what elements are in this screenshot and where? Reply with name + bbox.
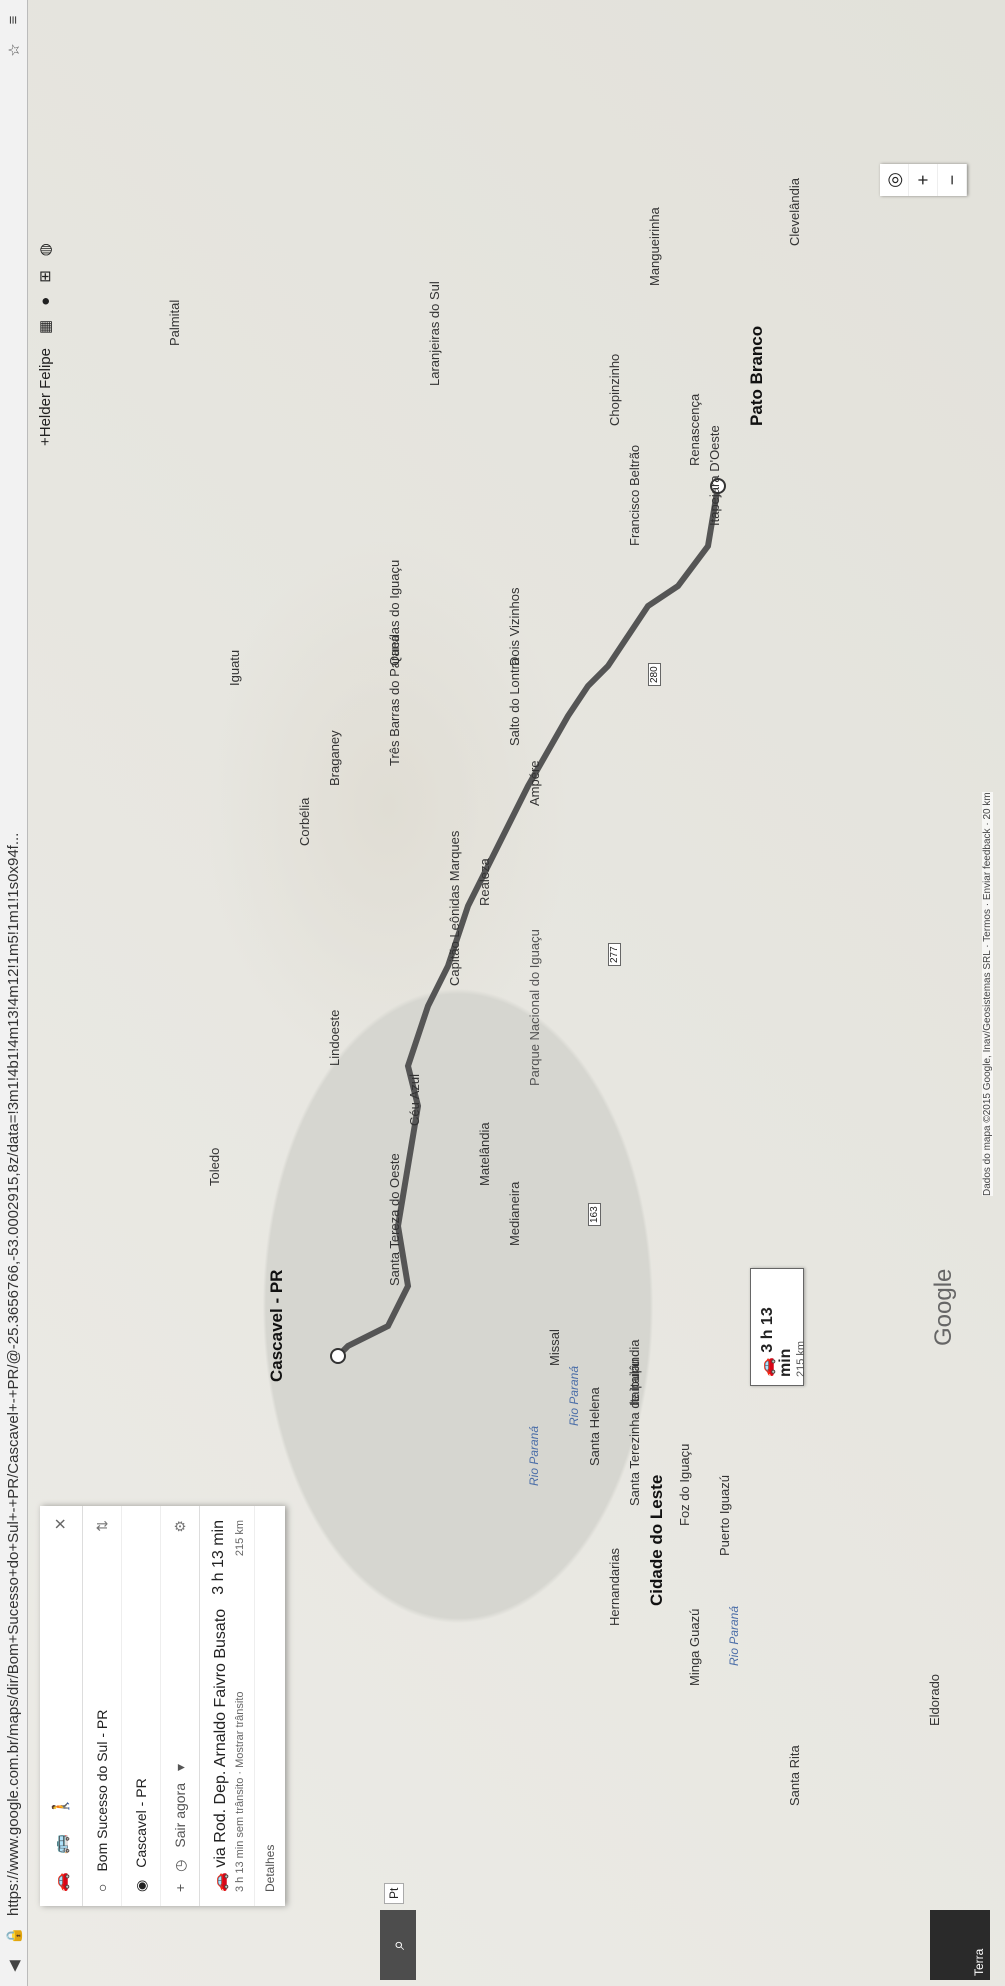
city-label[interactable]: Hernandarias: [607, 1547, 622, 1626]
city-label[interactable]: Santa Rita: [787, 1745, 802, 1806]
city-label[interactable]: Medianeira: [507, 1181, 522, 1246]
avatar[interactable]: ◍: [37, 243, 54, 257]
address-bar[interactable]: ◀ 🔒 https://www.google.com.br/maps/dir/B…: [0, 0, 28, 1986]
river-label: Rio Paraná: [567, 1365, 581, 1426]
terra-label: Terra: [972, 1948, 986, 1976]
origin-dot-icon: ○: [94, 1883, 110, 1892]
city-label[interactable]: Eldorado: [927, 1673, 942, 1726]
routebox-distance: 215 km: [795, 1340, 807, 1377]
add-stop-icon[interactable]: +: [172, 1883, 188, 1892]
city-label[interactable]: Minga Guazú: [687, 1608, 702, 1686]
menu-icon[interactable]: ≡: [5, 15, 22, 25]
route-line: [330, 478, 726, 1364]
car-icon: 🚗: [212, 1872, 229, 1892]
user-area: +Helder Felipe ▦ ● ⊞ ◍: [36, 243, 55, 446]
river-label: Rio Paraná: [727, 1605, 741, 1666]
park-label[interactable]: Parque Nacional do Iguaçu: [527, 929, 542, 1086]
city-label[interactable]: Ampére: [527, 760, 542, 806]
notifications-icon[interactable]: ●: [36, 296, 54, 306]
city-label[interactable]: Braganey: [327, 730, 342, 786]
city-label[interactable]: Puerto Iguazú: [717, 1475, 732, 1556]
route-shield: 163: [588, 1203, 601, 1226]
route-duration: 3 h 13 min: [210, 1520, 227, 1595]
city-label[interactable]: Palmital: [167, 299, 182, 346]
lock-icon: 🔒: [5, 1926, 23, 1946]
city-label[interactable]: Toledo: [207, 1147, 222, 1186]
city-label[interactable]: Itapejara D'Oeste: [707, 425, 722, 526]
city-label[interactable]: Santa Tereza do Oeste: [387, 1153, 402, 1286]
city-label[interactable]: Missal: [547, 1329, 562, 1366]
city-label[interactable]: Cidade do Leste: [647, 1474, 666, 1606]
search-button[interactable]: ⌕: [380, 1910, 416, 1980]
city-label[interactable]: Realeza: [477, 858, 492, 906]
origin-text[interactable]: Bom Sucesso do Sul - PR: [94, 1709, 110, 1872]
route-summary-box[interactable]: 🚗 3 h 13 min 215 km: [750, 1268, 807, 1386]
city-label[interactable]: Capitão Leônidas Marques: [447, 830, 462, 986]
city-label[interactable]: Lindoeste: [327, 1009, 342, 1066]
city-label[interactable]: Clevelândia: [787, 178, 802, 246]
destination-pin-icon: ◉: [132, 1879, 149, 1892]
my-location-icon[interactable]: ◎: [880, 164, 909, 196]
city-label[interactable]: Céu Azul: [407, 1073, 422, 1126]
city-label[interactable]: Renascença: [687, 393, 702, 466]
city-label[interactable]: Chopinzinho: [607, 353, 622, 426]
city-label[interactable]: Iguatu: [227, 649, 242, 686]
travel-modes: 🚗 🚌 🚶 ×: [40, 1506, 83, 1906]
depart-selector[interactable]: + ◷ Sair agora ▾ ⚙: [161, 1506, 200, 1906]
car-icon: 🚗: [759, 1357, 776, 1377]
chevron-down-icon: ▾: [171, 1763, 188, 1771]
destination-marker: [330, 1348, 346, 1364]
directions-panel: 🚗 🚌 🚶 × ○ Bom Sucesso do Sul - PR ⇅ ◉ Ca…: [40, 1506, 285, 1906]
google-logo: Google: [930, 1268, 957, 1346]
map-canvas[interactable]: Cascavel - PR Toledo Corbélia Braganey I…: [28, 0, 1005, 1986]
city-label[interactable]: Salto do Lontra: [507, 657, 522, 746]
destination-text[interactable]: Cascavel - PR: [133, 1778, 149, 1868]
destination-field[interactable]: ◉ Cascavel - PR: [122, 1506, 161, 1906]
city-label[interactable]: Corbélia: [297, 797, 312, 846]
language-selector[interactable]: Pt: [384, 1882, 404, 1904]
share-icon[interactable]: ⊞: [37, 270, 54, 283]
clock-icon: ◷: [171, 1859, 188, 1872]
city-label[interactable]: Foz do Iguaçu: [677, 1443, 692, 1526]
swap-icon[interactable]: ⇅: [93, 1520, 110, 1532]
city-label[interactable]: Santa Helena: [587, 1387, 602, 1466]
route-option[interactable]: 🚗 via Rod. Dep. Arnaldo Faivro Busato 3 …: [200, 1506, 255, 1906]
url-text[interactable]: https://www.google.com.br/maps/dir/Bom+S…: [5, 832, 22, 1916]
route-distance: 215 km: [234, 1520, 246, 1557]
walk-mode-icon[interactable]: 🚶: [53, 1796, 70, 1817]
origin-field[interactable]: ○ Bom Sucesso do Sul - PR ⇅: [83, 1506, 122, 1906]
star-icon[interactable]: ☆: [5, 43, 23, 57]
zoom-out-button[interactable]: −: [938, 164, 967, 196]
search-icon: ⌕: [387, 1939, 408, 1951]
city-label[interactable]: Matelândia: [477, 1122, 492, 1186]
route-via: via Rod. Dep. Arnaldo Faivro Busato: [212, 1608, 229, 1868]
city-label[interactable]: Três Barras do Paraná: [387, 634, 402, 766]
river-label: Rio Paraná: [527, 1425, 541, 1486]
city-label[interactable]: Santa Terezinha de Itaipu: [627, 1358, 642, 1506]
options-icon[interactable]: ⚙: [171, 1520, 188, 1533]
city-label[interactable]: Cascavel - PR: [267, 1269, 286, 1382]
city-label[interactable]: Dois Vizinhos: [507, 587, 522, 666]
origin-marker: [710, 478, 726, 494]
route-shield: 280: [648, 663, 661, 686]
depart-text[interactable]: Sair agora: [172, 1783, 188, 1848]
route-traffic: 3 h 13 min sem trânsito · Mostrar trânsi…: [234, 1691, 246, 1892]
city-label[interactable]: Francisco Beltrão: [627, 444, 642, 546]
map-attribution[interactable]: Dados do mapa ©2015 Google, Inav/Geosist…: [982, 792, 993, 1196]
city-label[interactable]: Laranjeiras do Sul: [427, 281, 442, 386]
transit-mode-icon[interactable]: 🚌: [53, 1834, 70, 1855]
route-shield: 277: [608, 943, 621, 966]
city-label[interactable]: Mangueirinha: [647, 207, 662, 286]
details-link[interactable]: Detalhes: [263, 1844, 277, 1892]
car-mode-icon[interactable]: 🚗: [53, 1872, 70, 1892]
earth-view-toggle[interactable]: Terra: [930, 1910, 990, 1980]
close-icon[interactable]: ×: [49, 1518, 72, 1530]
zoom-in-button[interactable]: +: [909, 164, 938, 196]
user-link[interactable]: +Helder Felipe: [36, 348, 54, 446]
city-label[interactable]: Pato Branco: [747, 325, 766, 426]
zoom-controls: ◎ + −: [880, 164, 967, 196]
back-icon[interactable]: ◀: [5, 1960, 23, 1972]
apps-grid-icon[interactable]: ▦: [37, 319, 54, 335]
